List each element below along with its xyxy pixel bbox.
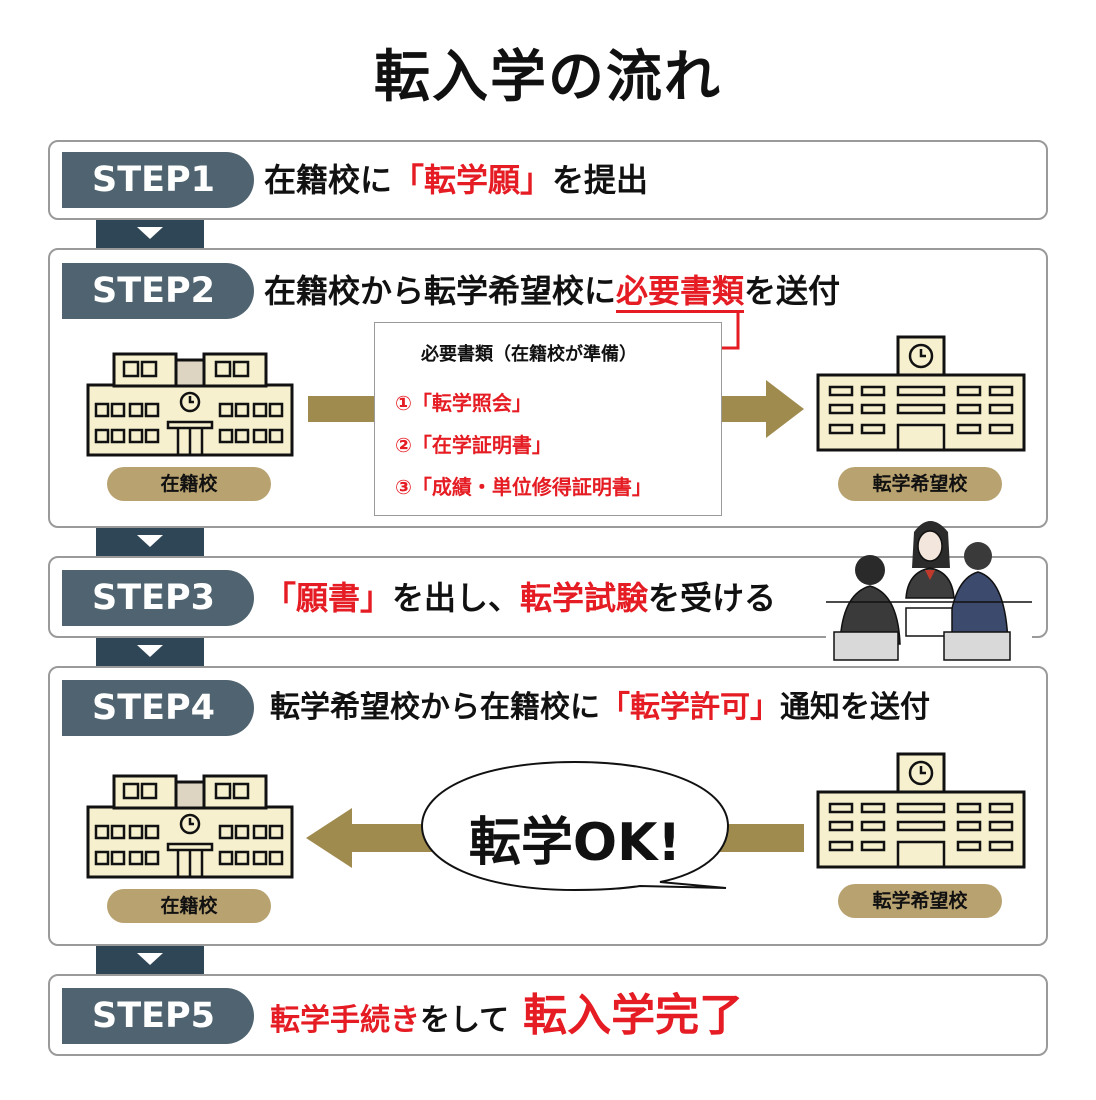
step4-heading: 転学希望校から在籍校に「転学許可」通知を送付 — [270, 680, 930, 736]
step3-heading: 「願書」を出し、転学試験を受ける — [264, 570, 776, 626]
required-docs-box: 必要書類（在籍校が準備） ①「転学照会」 ②「在学証明書」 ③「成績・単位修得証… — [374, 322, 722, 516]
step3-text-red1: 「願書」 — [264, 579, 393, 617]
step1-text-red: 「転学願」 — [392, 161, 553, 199]
step4-text-post: 通知を送付 — [780, 690, 930, 725]
down-arrow-icon — [137, 645, 163, 657]
down-arrow-icon — [137, 227, 163, 239]
step4-text-red: 「転学許可」 — [600, 690, 780, 725]
step5-text-red: 転学手続き — [270, 1003, 420, 1038]
step2-heading: 在籍校から転学希望校に必要書類を送付 — [264, 263, 840, 319]
step2-text-red: 必要書類 — [616, 272, 745, 313]
docs-item-1: ①「転学照会」 — [395, 391, 532, 415]
down-arrow-icon — [137, 953, 163, 965]
step3-text-mid: を出し、 — [392, 579, 521, 617]
current-school-building-icon — [86, 774, 294, 879]
current-school-label: 在籍校 — [107, 467, 271, 501]
interview-illustration-icon — [826, 521, 1032, 662]
step5-label: STEP5 — [62, 988, 254, 1044]
step5-text-mid: をして — [420, 1003, 510, 1038]
step1-text-pre: 在籍校に — [264, 161, 393, 199]
down-arrow-icon — [137, 535, 163, 547]
bubble-text: 転学OK! — [468, 813, 682, 873]
step5-text-big: 転入学完了 — [523, 990, 744, 1041]
arrow-to-docs-icon — [308, 396, 374, 422]
step1-text-post: を提出 — [552, 161, 649, 199]
speech-bubble-icon — [420, 760, 730, 892]
target-school-building-icon — [816, 335, 1026, 452]
step1-heading: 在籍校に「転学願」を提出 — [264, 152, 648, 208]
arrow-right-icon — [722, 380, 804, 438]
target-school-label: 転学希望校 — [838, 884, 1002, 918]
step4-text-pre: 転学希望校から在籍校に — [270, 690, 600, 725]
arrow-left-icon — [306, 808, 804, 868]
step2-text-post: を送付 — [744, 272, 841, 310]
docs-item-2: ②「在学証明書」 — [395, 433, 552, 457]
connector-1-2 — [96, 220, 204, 248]
connector-2-3 — [96, 528, 204, 556]
step4-label: STEP4 — [62, 680, 254, 736]
page-title: 転入学の流れ — [374, 45, 722, 110]
target-school-label: 転学希望校 — [838, 467, 1002, 501]
docs-item-3: ③「成績・単位修得証明書」 — [395, 475, 652, 499]
step3-label: STEP3 — [62, 570, 254, 626]
current-school-building-icon — [86, 352, 294, 457]
step2-label: STEP2 — [62, 263, 254, 319]
step3-text-red2: 転学試験 — [520, 579, 649, 617]
current-school-label: 在籍校 — [107, 889, 271, 923]
target-school-building-icon — [816, 752, 1026, 869]
step3-text-post: を受ける — [648, 579, 777, 617]
connector-3-4 — [96, 638, 204, 666]
connector-4-5 — [96, 946, 204, 974]
step1-label: STEP1 — [62, 152, 254, 208]
docs-title: 必要書類（在籍校が準備） — [421, 344, 637, 365]
step2-text-pre: 在籍校から転学希望校に — [264, 272, 617, 310]
step5-heading: 転学手続きをして転入学完了 — [270, 988, 743, 1049]
